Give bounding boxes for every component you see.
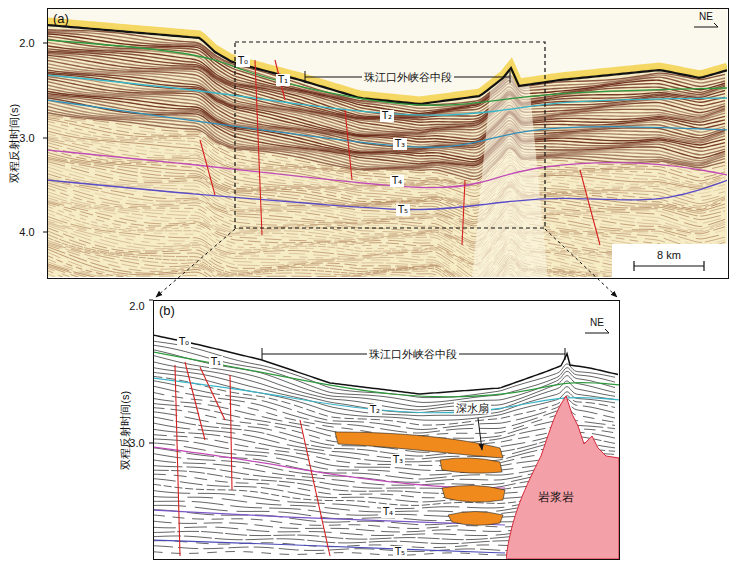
horizon-label: T₃: [393, 138, 407, 150]
horizon-line: [48, 150, 727, 188]
seismic-reflector: [48, 113, 725, 180]
fault-line: [345, 110, 352, 180]
extent-bracket: [305, 71, 510, 83]
zoom-box: [235, 42, 545, 228]
fault-line: [462, 180, 465, 245]
extent-bracket: [262, 348, 565, 360]
node-label: 岩浆岩: [538, 491, 574, 505]
panel-ground: [154, 301, 619, 559]
fault-line: [200, 140, 215, 195]
direction-arrow: [694, 23, 718, 27]
horizon-label: T₂: [380, 110, 394, 122]
extent-label: 珠江口外峡谷中段: [362, 71, 454, 84]
horizon-label: T₄: [390, 175, 404, 187]
panel-frame: (a): [47, 8, 729, 279]
fault-line: [230, 375, 232, 490]
horizon-label: T₀: [236, 55, 250, 67]
fault-line: [300, 420, 330, 556]
seismic-reflector: [48, 96, 725, 164]
seafloor-reflector: [48, 25, 727, 104]
horizon-line: [154, 378, 619, 413]
interpretation-section: [154, 301, 619, 559]
reflector-trace: [154, 355, 615, 409]
extent-label: 珠江口外峡谷中段: [367, 348, 459, 361]
deepwater-fan: [335, 432, 503, 458]
fault-line: [580, 170, 600, 245]
seismic-reflector: [48, 110, 725, 177]
horizon-label: T₁: [209, 356, 223, 368]
horizon-label: T₅: [393, 546, 407, 558]
reflector-trace: [154, 381, 615, 430]
zoom-leader: [156, 229, 235, 297]
seismic-reflector: [48, 188, 725, 253]
seismic-ground: [48, 9, 727, 277]
fault-line: [175, 365, 180, 556]
horizon-line: [48, 100, 727, 147]
fault-line: [200, 367, 225, 420]
scale-bar: [634, 261, 704, 271]
axis-tick-label: 3.0: [19, 132, 34, 145]
horizon-label: T₁: [276, 74, 290, 86]
horizon-line: [48, 180, 727, 210]
axis-tick-label: 2.0: [19, 37, 34, 50]
magmatic-outline: [506, 396, 619, 559]
deepwater-fan: [448, 512, 503, 526]
horizon-label: T₃: [391, 454, 405, 466]
axis-title: 双程反射时间(s): [8, 104, 21, 183]
horizon-line: [48, 40, 727, 105]
axis-tick-label: 3.0: [129, 437, 144, 450]
horizon-line: [154, 540, 505, 553]
scale-box: [612, 244, 727, 277]
seismic-section: [48, 9, 727, 277]
horizon-line: [154, 510, 505, 525]
seismic-reflector: [48, 149, 725, 213]
panel-frame: (b) 岩浆岩: [153, 300, 620, 560]
zoom-leader: [545, 229, 617, 297]
fault-line: [185, 362, 205, 440]
horizon-label: T₂: [368, 404, 382, 416]
seafloor-line: [154, 335, 618, 394]
node-label: (a): [53, 12, 69, 27]
seismic-reflector: [48, 119, 725, 186]
seismic-reflector: [48, 185, 725, 252]
axis-tick-label: 4.0: [19, 226, 34, 239]
axis-tick-label: 2.0: [129, 300, 144, 313]
reflector-trace: [154, 368, 615, 416]
direction-label: NE: [590, 317, 604, 329]
horizon-label: T₄: [381, 506, 395, 518]
seismic-reflector: [48, 131, 725, 197]
reflector-trace: [154, 392, 615, 436]
magmatic-fill: [506, 396, 619, 559]
seismic-reflector: [48, 115, 725, 182]
direction-label: NE: [699, 11, 713, 23]
scale-label: 8 km: [657, 249, 681, 262]
deepwater-fan: [440, 458, 502, 473]
reflector-trace: [154, 398, 615, 438]
annotations: [43, 23, 718, 450]
horizon-label: T₅: [396, 204, 410, 216]
magmatic-body: 岩浆岩: [506, 396, 619, 559]
axis-title: 双程反射时间(s): [119, 391, 132, 470]
callout-label: 深水扇: [454, 402, 491, 415]
horizon-label: T₀: [177, 336, 191, 348]
direction-arrow: [585, 329, 609, 333]
seismic-reflector: [48, 143, 725, 208]
node-label: (b): [159, 304, 175, 319]
fault-line: [255, 60, 262, 235]
seismic-reflector: [48, 159, 725, 224]
deepwater-fan: [442, 485, 505, 502]
leader-line: [478, 418, 482, 450]
